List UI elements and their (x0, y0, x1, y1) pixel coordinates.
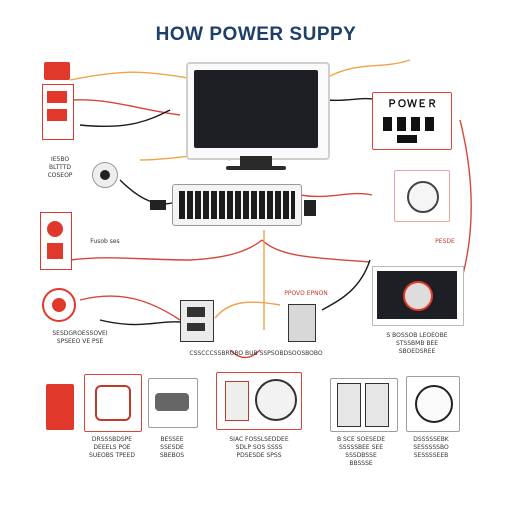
page-title: HOW POWER SUPPY (155, 24, 357, 45)
monitor-stand (240, 156, 272, 168)
psu-left (180, 300, 214, 342)
keyboard-side-key-left (150, 200, 166, 210)
psu-right (288, 304, 316, 342)
bottom-panel-5 (406, 376, 460, 432)
left-mid-caption: Fusob ses (90, 238, 120, 245)
bottom-panel-1 (84, 374, 142, 432)
bottom-panel-3 (216, 372, 302, 430)
wire-lower-link (229, 349, 261, 359)
center-row-caption: CSSCCCSSBROBO BUB SSPSOBDSOOSBOBO (189, 350, 323, 357)
wire-left-dark (79, 109, 171, 128)
left-outlet-icon (42, 288, 76, 322)
keyboard (172, 184, 302, 226)
wire-keyboard-right (299, 192, 373, 198)
bottom-caption-1: DRSSSBDSPE DEEELS POE SUEOBS TPEED (89, 436, 135, 459)
monitor-base (226, 166, 286, 170)
wire-center-orange (214, 301, 281, 319)
right-keypad-panel: ＰＯＷＥＲ (372, 92, 452, 150)
wire-left-top-2 (71, 99, 181, 116)
wire-mid-left (69, 239, 263, 261)
left-red-unit-top (44, 62, 70, 80)
right-display-unit (372, 266, 464, 326)
keyboard-side-key-right (304, 200, 316, 216)
right-keypad-label: ＰＯＷＥＲ (387, 99, 437, 110)
left-lower-caption: SESDGROESSOVEI SPSEEO VE PSE (52, 330, 108, 345)
bottom-red-unit (46, 384, 74, 430)
right-fan-unit (394, 170, 450, 222)
wire-mid-right (261, 239, 371, 263)
left-breaker-panel (40, 212, 72, 270)
left-red-panel (42, 84, 74, 140)
bottom-caption-2: BESSEE SSESDE SBEBOS (159, 436, 185, 459)
wire-right-arc (321, 259, 371, 311)
bottom-panel-2 (148, 378, 198, 428)
right-mid-caption: PESDE (435, 238, 455, 245)
bottom-caption-5: DSSSSSEBK SESSSSSBO SESSSSEEB (413, 436, 449, 459)
monitor (186, 62, 330, 160)
wire-psu-left (79, 295, 181, 321)
wire-psu-dark (99, 319, 181, 326)
center-upper-caption: PPOVD EPNON (284, 290, 328, 297)
wire-left-top (69, 71, 189, 81)
bottom-caption-3: SIAC FOSSLSEDDEE SDLP SOS SSSS PDSESDE S… (229, 436, 289, 459)
power-knob[interactable] (92, 162, 118, 188)
bottom-panel-4 (330, 378, 398, 432)
left-top-caption: IE5BO BLTTTD COSEOP (47, 156, 73, 179)
wire-monitor-right (325, 59, 411, 79)
monitor-screen (194, 70, 318, 148)
right-lower-caption: S BOSSOB LEOEOBE STSSBMB BEE SBOEDSREE (386, 332, 448, 355)
bottom-caption-4: B SCE SOESEDE SSSSSBEE SEE SSSDBSSE BBSS… (336, 436, 386, 467)
